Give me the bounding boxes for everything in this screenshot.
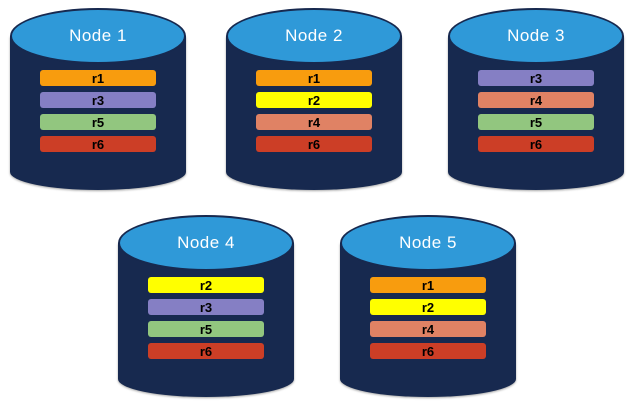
replica-bar-r6[interactable]: r6: [370, 343, 486, 359]
replica-bar-r6[interactable]: r6: [148, 343, 264, 359]
replica-bar-r3[interactable]: r3: [148, 299, 264, 315]
node-cylinder-top: [448, 8, 624, 64]
replica-bar-r6[interactable]: r6: [256, 136, 372, 152]
replica-bar-r5[interactable]: r5: [478, 114, 594, 130]
node-cylinder-top: [118, 215, 294, 271]
replica-bar-r6[interactable]: r6: [478, 136, 594, 152]
replica-stack: r2 r3 r5 r6: [118, 277, 294, 359]
replica-stack: r1 r3 r5 r6: [10, 70, 186, 152]
replica-bar-r6[interactable]: r6: [40, 136, 156, 152]
replica-bar-r1[interactable]: r1: [256, 70, 372, 86]
replica-bar-r1[interactable]: r1: [370, 277, 486, 293]
replica-bar-r4[interactable]: r4: [370, 321, 486, 337]
replica-stack: r1 r2 r4 r6: [226, 70, 402, 152]
replica-stack: r3 r4 r5 r6: [448, 70, 624, 152]
node-cylinder-top: [226, 8, 402, 64]
replica-bar-r5[interactable]: r5: [148, 321, 264, 337]
node-cylinder-top: [340, 215, 516, 271]
replica-bar-r3[interactable]: r3: [40, 92, 156, 108]
node-cylinder-top: [10, 8, 186, 64]
replica-bar-r5[interactable]: r5: [40, 114, 156, 130]
replica-stack: r1 r2 r4 r6: [340, 277, 516, 359]
replica-bar-r1[interactable]: r1: [40, 70, 156, 86]
replica-bar-r3[interactable]: r3: [478, 70, 594, 86]
replica-bar-r2[interactable]: r2: [256, 92, 372, 108]
replica-bar-r4[interactable]: r4: [256, 114, 372, 130]
replica-bar-r2[interactable]: r2: [148, 277, 264, 293]
replica-bar-r2[interactable]: r2: [370, 299, 486, 315]
replica-bar-r4[interactable]: r4: [478, 92, 594, 108]
